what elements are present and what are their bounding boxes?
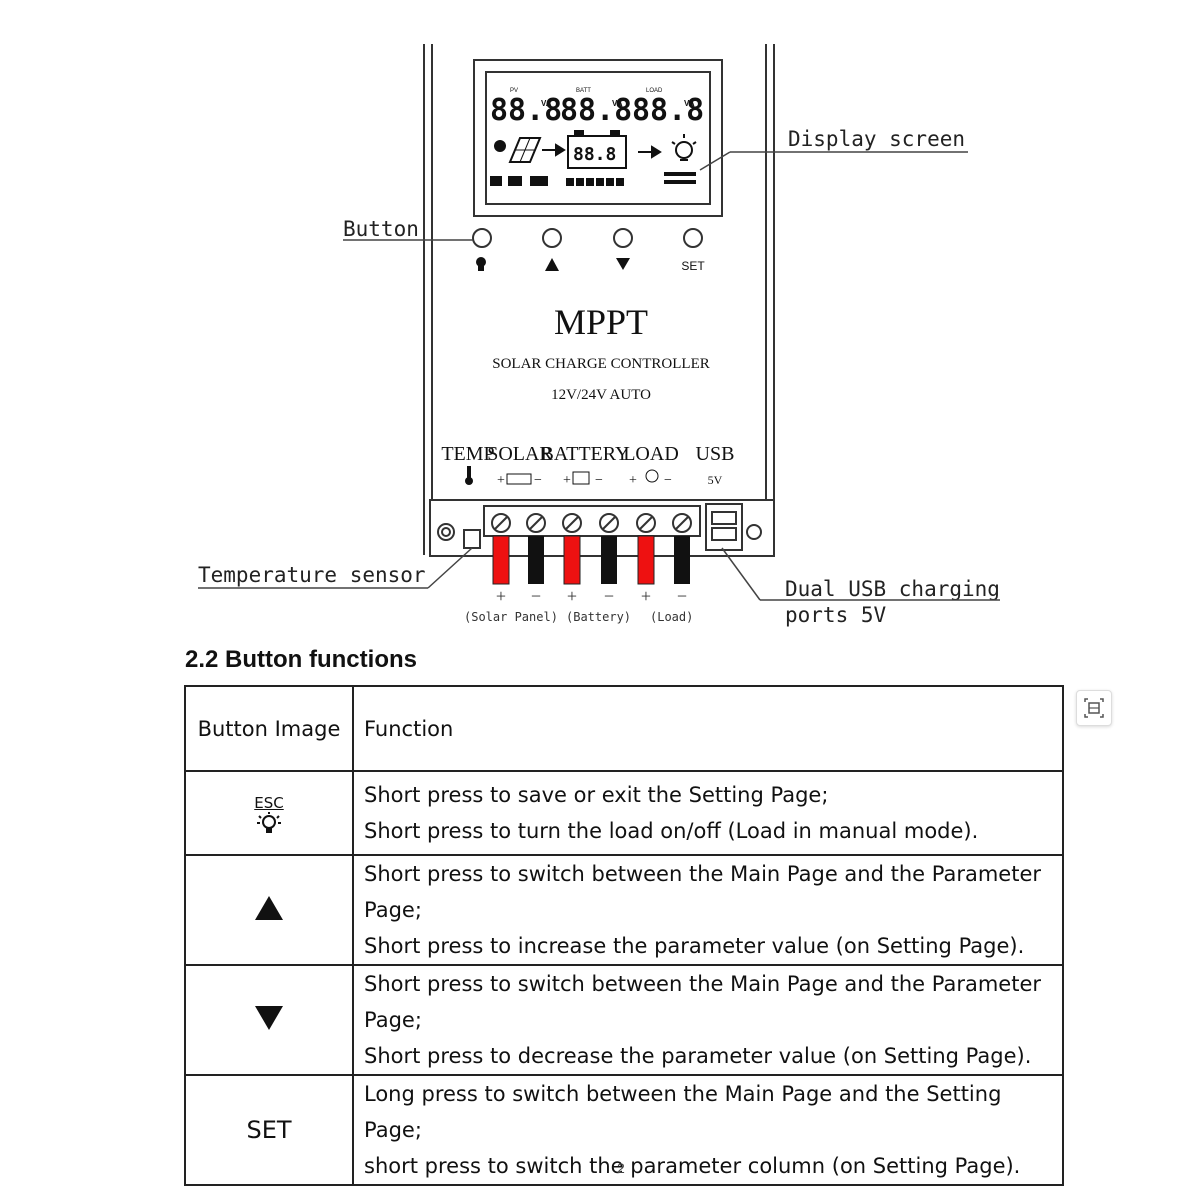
controller-body [423,44,775,555]
button-image-cell: SET [184,1074,354,1186]
lcd-digits-batt: 88.8 [560,93,632,128]
lcd-label-pv: PV [510,88,518,94]
svg-text:−: − [534,473,542,488]
terminal-label-solar: (Solar Panel) [464,610,558,624]
function-line: Short press to decrease the parameter va… [364,1044,1032,1068]
polarity-solar-plus: + [496,586,506,606]
usb-sub-label: 5V [708,473,723,487]
button-image-cell: ESC [184,770,354,856]
svg-text:+: + [629,473,637,488]
callout-temp-label: Temperature sensor [198,563,426,587]
up-triangle-icon-small [545,258,559,271]
down-triangle-icon [255,1005,283,1030]
svg-text:−: − [595,473,603,488]
button-functions-table: Button Image Function ESC [184,685,1064,1186]
esc-label: ESC [254,794,284,812]
port-label-load: LOAD [623,443,679,465]
function-line: short press to switch the parameter colu… [364,1154,1021,1178]
arrow-right-icon [542,143,566,157]
table-row: SET Long press to switch between the Mai… [184,1074,1064,1186]
lcd-digits-pv: 88.8 [490,93,562,128]
function-cell: Short press to switch between the Main P… [352,854,1064,966]
callout-display-label: Display screen [788,127,965,151]
scan-text-button[interactable] [1076,690,1112,726]
table-header-row: Button Image Function [184,685,1064,772]
callout-display: Display screen [699,127,968,171]
lcd-unit-1: VA [541,99,552,108]
device-title: MPPT [554,302,648,342]
set-label: SET [246,1116,292,1144]
lcd-digits-temp: 88.8 [573,144,616,165]
polarity-battery-minus: − [604,586,614,606]
port-label-usb: USB [696,443,735,465]
port-label-battery: BATTERY [541,443,630,465]
polarity-solar-minus: − [531,586,541,606]
terminal-label-battery: (Battery) [566,610,631,624]
down-triangle-icon-small [616,258,630,270]
lcd-unit-2: VA [612,99,623,108]
function-cell: Short press to save or exit the Setting … [352,770,1064,856]
function-line: Long press to switch between the Main Pa… [364,1082,1002,1142]
callout-usb: Dual USB charging ports 5V [721,547,1000,627]
lcd-unit-3: VA [684,99,695,108]
bulb-icon [671,134,697,161]
function-cell: Short press to switch between the Main P… [352,964,1064,1076]
svg-text:+: + [563,473,571,488]
lcd-label-batt: BATT [576,88,591,94]
function-line: Short press to increase the parameter va… [364,934,1025,958]
device-subtitle: SOLAR CHARGE CONTROLLER [492,356,710,372]
svg-text:−: − [664,473,672,488]
port-icons: + − + − + − [497,469,672,488]
battery-icon: 88.8 [567,130,627,169]
device-voltage: 12V/24V AUTO [551,387,651,403]
function-cell: Long press to switch between the Main Pa… [352,1074,1064,1186]
polarity-load-plus: + [641,586,651,606]
table-row: ESC Short press to save or exit the Sett… [184,770,1064,856]
function-line: Short press to turn the load on/off (Loa… [364,819,979,843]
table-row: Short press to switch between the Main P… [184,964,1064,1076]
table-row: Short press to switch between the Main P… [184,854,1064,966]
polarity-load-minus: − [677,586,687,606]
port-label-solar: SOLAR [487,443,553,465]
lcd-screen: 88.8 88.8 88.8 VA VA VA PV BATT LOAD [473,59,723,217]
port-label-temp: TEMP [441,443,494,465]
lcd-digits-load: 88.8 [632,93,704,128]
callout-usb-label-2: ports 5V [785,603,887,627]
polarity-battery-plus: + [567,586,577,606]
function-line: Short press to switch between the Main P… [364,862,1042,922]
button-image-cell [184,964,354,1076]
scan-icon [1084,698,1104,718]
svg-text:+: + [497,473,505,488]
callout-usb-label-1: Dual USB charging [785,577,1000,601]
set-button-label: SET [681,259,705,273]
callout-button: Button [343,217,473,241]
table-header-cell: Function [352,685,1064,772]
device-buttons [472,228,703,248]
wires [492,535,690,585]
arrow-right-icon-2 [638,145,662,159]
up-triangle-icon [255,895,283,920]
bulb-icon-small [476,257,486,271]
controller-diagram: 88.8 88.8 88.8 VA VA VA PV BATT LOAD [198,44,1000,627]
function-line: Short press to save or exit the Setting … [364,783,829,807]
bulb-icon [256,812,281,833]
terminal-labels: (Solar Panel) (Battery) (Load) [464,610,693,624]
solar-panel-icon [494,137,542,163]
callout-button-label: Button [343,217,419,241]
page-number: 2 [617,1160,625,1176]
button-image-cell [184,854,354,966]
polarity-labels: + − + − + − [496,586,687,606]
lcd-status-row [490,172,696,186]
callout-temp: Temperature sensor [198,547,473,589]
thermometer-icon [465,466,473,485]
terminal-label-load: (Load) [650,610,693,624]
lcd-label-load: LOAD [646,88,663,94]
table-header-cell: Button Image [184,685,354,772]
function-line: Short press to switch between the Main P… [364,972,1042,1032]
section-title: 2.2 Button functions [185,646,417,673]
